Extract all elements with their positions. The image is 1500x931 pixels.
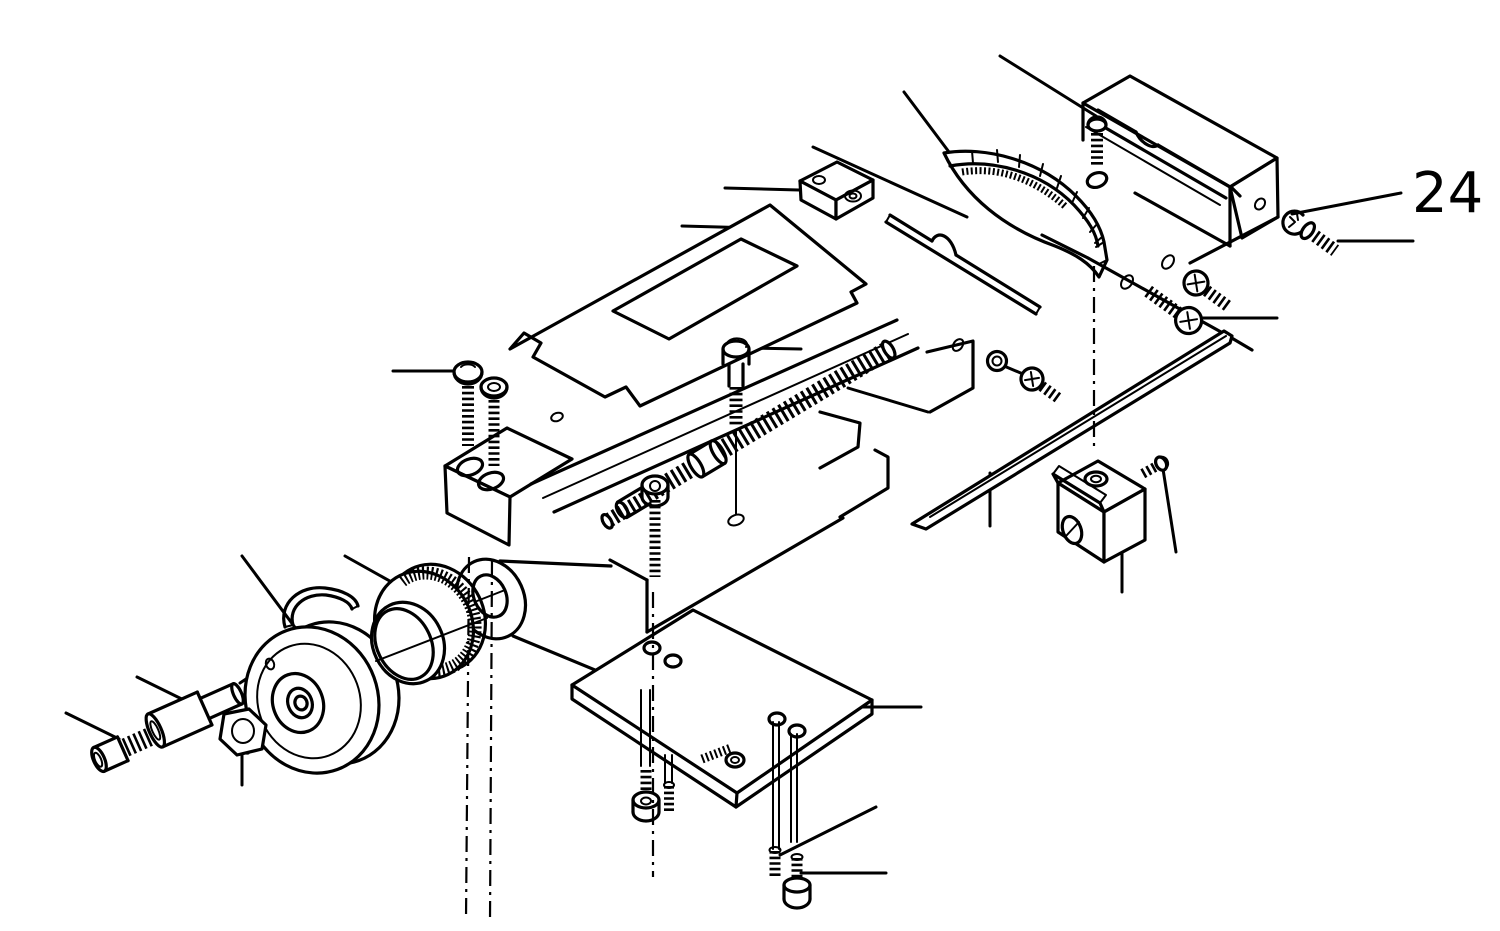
scale-graduations xyxy=(971,149,1108,265)
clamp-block xyxy=(798,160,875,221)
set-pin xyxy=(1140,455,1170,479)
pan-screw xyxy=(1182,269,1232,312)
swivel-side-hole xyxy=(1253,197,1267,211)
nut-block-top-hole xyxy=(1083,470,1109,488)
cap-screw-center xyxy=(640,474,670,577)
leader-scale-tip xyxy=(902,90,951,154)
counterbore-hole xyxy=(476,470,506,492)
leader-clamp-block xyxy=(723,186,801,192)
stud-cap-nut xyxy=(1086,115,1108,167)
cover-plate xyxy=(508,203,868,408)
handle-screw xyxy=(90,727,155,774)
callout-24-label: 24 xyxy=(1412,161,1483,226)
set-screw xyxy=(790,853,804,880)
leader-scale xyxy=(811,145,969,219)
protractor-scale xyxy=(942,149,1109,279)
leader-stud-bottom xyxy=(778,805,878,857)
hex-nut xyxy=(218,707,268,757)
cover-plate-window xyxy=(611,237,799,341)
body-front-left-face xyxy=(443,464,512,547)
handwheel xyxy=(243,620,401,775)
t-slot-groove xyxy=(1085,108,1242,206)
leader-lines xyxy=(64,54,1415,875)
leader-washer-screw xyxy=(1002,364,1025,376)
bottom-fasteners xyxy=(631,689,812,910)
leader-lead-screw xyxy=(846,386,930,414)
cap-screw-left-1 xyxy=(452,360,484,446)
right-fasteners xyxy=(1019,209,1340,405)
pan-screw-body xyxy=(721,337,751,426)
body-right-end xyxy=(818,233,1254,519)
center-lines xyxy=(464,266,1096,922)
cap-screw xyxy=(782,876,812,910)
pan-screw xyxy=(1019,366,1064,405)
set-screw xyxy=(663,781,675,812)
handle-sleeve xyxy=(144,682,245,749)
leader-washer-24 xyxy=(1290,191,1403,216)
nut-block xyxy=(1051,455,1170,564)
lock-washer-24 xyxy=(1281,209,1306,236)
pan-screw xyxy=(1144,285,1204,336)
leader-pin xyxy=(1161,467,1178,554)
set-screw xyxy=(768,846,782,876)
knurling xyxy=(397,566,482,677)
handwheel-pin-hole xyxy=(264,657,276,671)
cap-screw xyxy=(631,770,661,823)
spring-washer xyxy=(282,586,360,629)
washer xyxy=(985,349,1009,373)
screw-24 xyxy=(1299,221,1340,256)
cap-screw-left-2 xyxy=(479,376,509,466)
dovetail-ways xyxy=(529,318,920,514)
stud-screws xyxy=(772,721,798,850)
collar-bore xyxy=(373,607,435,681)
counterbore-hole xyxy=(455,456,485,478)
dial-collar xyxy=(369,562,488,686)
gib-strip xyxy=(910,329,1234,531)
swivel-oval-hole xyxy=(1085,170,1109,190)
leader-handle-screw xyxy=(64,711,121,741)
body-top-hole xyxy=(550,411,564,423)
swivel-block xyxy=(1081,74,1280,265)
base-plate xyxy=(570,608,874,809)
threaded-stub xyxy=(600,492,648,530)
plate-serrations xyxy=(700,743,733,764)
slide-rail xyxy=(884,213,1042,316)
leader-stud xyxy=(998,54,1098,118)
